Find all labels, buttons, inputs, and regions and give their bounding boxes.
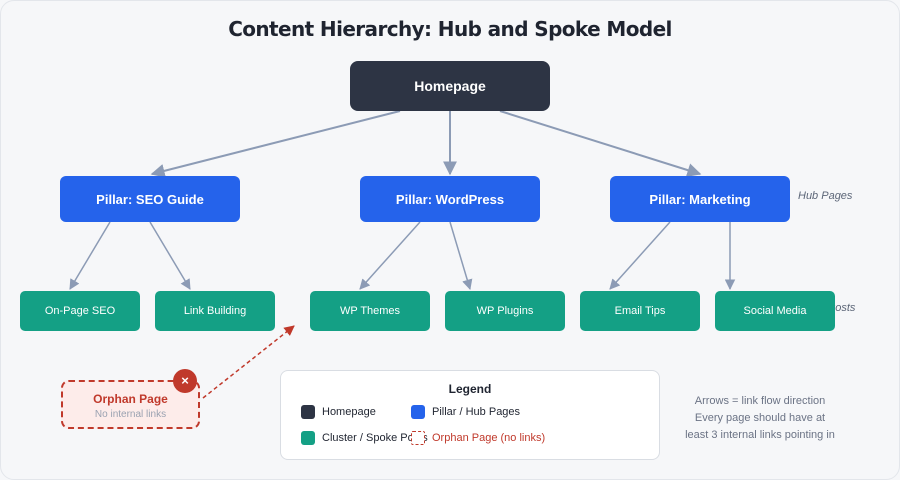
- hub-pages-label: Hub Pages: [798, 190, 853, 202]
- cluster-link-building: Link Building: [155, 291, 275, 331]
- pillar-seo-guide: Pillar: SEO Guide: [60, 176, 240, 222]
- pillar-marketing: Pillar: Marketing: [610, 176, 790, 222]
- note-line-1: Arrows = link flow direction: [694, 395, 826, 407]
- arrow-wp-to-plugins: [449, 221, 473, 291]
- cluster-social-media: Social Media: [715, 291, 835, 331]
- cluster-on-page-seo: On-Page SEO: [20, 291, 140, 331]
- orphan-page-title: Orphan Page: [93, 392, 168, 406]
- legend-homepage-swatch: [301, 405, 315, 419]
- legend-cluster-swatch: [301, 431, 315, 445]
- note-line-2: Every page should have at: [694, 412, 826, 424]
- arrow-home-to-seo: [150, 110, 401, 178]
- arrow-seo-to-linkbuilding: [149, 221, 191, 290]
- orphan-page-subtitle: No internal links: [94, 409, 167, 420]
- orphan-close-icon: ×: [173, 369, 197, 393]
- legend-homepage-label: Homepage: [322, 406, 376, 418]
- arrow-orphan-dashed: [202, 325, 295, 399]
- legend-pillar-swatch: [411, 405, 425, 419]
- diagram-title: Content Hierarchy: Hub and Spoke Model: [228, 17, 672, 41]
- arrow-wp-to-themes: [359, 221, 421, 290]
- homepage-node: Homepage: [350, 61, 550, 111]
- legend-cluster-label: Cluster / Spoke Posts: [322, 432, 428, 444]
- note-line-3: least 3 internal links pointing in: [685, 429, 835, 441]
- legend-title: Legend: [448, 382, 492, 396]
- arrow-marketing-to-email: [609, 221, 671, 290]
- cluster-email-tips: Email Tips: [580, 291, 700, 331]
- cluster-wp-themes: WP Themes: [310, 291, 430, 331]
- arrow-home-to-marketing: [499, 110, 702, 177]
- legend-pillar-label: Pillar / Hub Pages: [432, 406, 521, 418]
- legend-orphan-swatch: [411, 431, 425, 445]
- arrow-seo-to-onpage: [69, 221, 111, 290]
- cluster-wp-plugins: WP Plugins: [445, 291, 565, 331]
- legend-box: Legend Homepage Pillar / Hub Pages Clust…: [280, 370, 660, 460]
- pillar-wordpress: Pillar: WordPress: [360, 176, 540, 222]
- legend-orphan-label: Orphan Page (no links): [432, 432, 546, 444]
